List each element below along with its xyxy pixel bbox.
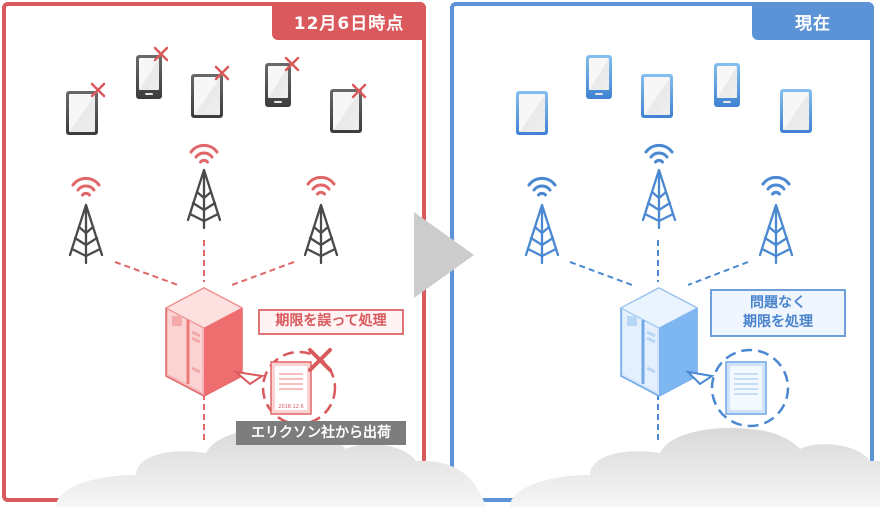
tablet-icon xyxy=(780,89,812,133)
wifi-signal-icon xyxy=(71,176,101,197)
cell-tower-icon xyxy=(641,168,677,230)
phone-icon xyxy=(714,63,740,107)
after-connection-lines xyxy=(569,240,749,440)
cloud-icon xyxy=(510,428,880,507)
after-towers xyxy=(524,168,794,265)
wifi-signal-icon xyxy=(644,143,674,164)
panel-before-title: 12月6日時点 xyxy=(272,2,426,40)
tablet-icon xyxy=(516,91,548,135)
panel-after-title: 現在 xyxy=(752,2,874,40)
bubble-pointer xyxy=(685,370,715,386)
phone-icon xyxy=(586,55,612,99)
wifi-signal-icon xyxy=(306,175,336,196)
tablet-icon xyxy=(66,91,98,135)
phone-icon xyxy=(136,55,162,99)
certificate-document-icon xyxy=(270,361,312,415)
before-connection-lines xyxy=(114,240,295,440)
success-label: 問題なく 期限を処理 xyxy=(710,289,846,337)
shipping-label: エリクソン社から出荷 xyxy=(236,421,406,445)
certificate-bubble xyxy=(710,348,790,428)
tablet-icon xyxy=(641,74,673,118)
right-arrow-icon xyxy=(414,212,474,298)
cell-tower-icon xyxy=(524,203,560,265)
success-label-line1: 問題なく xyxy=(750,295,806,311)
wifi-signal-icon xyxy=(761,175,791,196)
certificate-date: 2018.12.6 xyxy=(278,404,303,410)
before-devices xyxy=(66,55,362,135)
cell-tower-icon xyxy=(186,168,222,230)
server-icon xyxy=(164,287,244,397)
tablet-icon xyxy=(330,89,362,133)
success-label-line2: 期限を処理 xyxy=(743,314,813,330)
error-x-icons xyxy=(90,46,367,99)
bubble-pointer xyxy=(232,370,265,386)
error-label: 期限を誤って処理 xyxy=(258,309,404,335)
wifi-signal-icon xyxy=(189,143,219,164)
before-towers xyxy=(68,168,339,265)
tablet-icon xyxy=(191,74,223,118)
certificate-document-icon xyxy=(725,361,767,415)
server-icon xyxy=(619,287,699,397)
after-devices xyxy=(516,55,812,135)
cell-tower-icon xyxy=(303,203,339,265)
cell-tower-icon xyxy=(758,203,794,265)
invalid-certificate-x-icon xyxy=(308,348,332,372)
wifi-signal-icon xyxy=(527,176,557,197)
cell-tower-icon xyxy=(68,203,104,265)
